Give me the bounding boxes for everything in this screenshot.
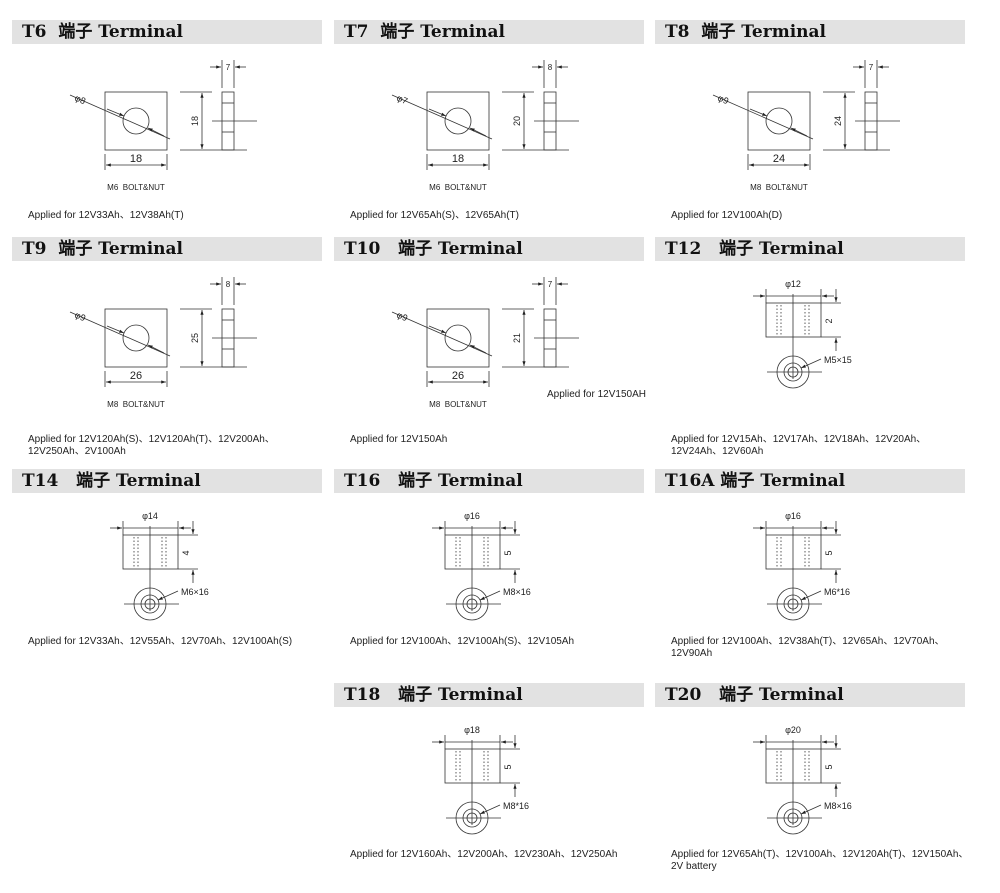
- diameter-label: φ18: [464, 725, 480, 735]
- diameter-label: φ14: [142, 511, 158, 521]
- diameter-label: φ16: [464, 511, 480, 521]
- extra-note: Applied for 12V150AH: [547, 389, 646, 400]
- applied-for-text: Applied for 12V100Ah、12V38Ah(T)、12V65Ah、…: [671, 636, 945, 659]
- bolt-label: M6×16: [181, 587, 209, 597]
- height-label: 2: [824, 318, 834, 323]
- height-label: 5: [503, 764, 513, 769]
- terminal-panel-2: T8 端子 Terminal φ9 24 24 7 M8 BOLT&NUT Ap…: [655, 20, 965, 230]
- terminal-header: T8 端子 Terminal: [655, 20, 965, 44]
- applied-for-text: Applied for 12V65Ah(S)、12V65Ah(T): [350, 210, 519, 221]
- terminal-header: T14 端子 Terminal: [12, 469, 322, 493]
- washer-drawing: φ9 21 26 7 M8 BOLT&NUT: [391, 277, 579, 409]
- applied-for-text: Applied for 12V65Ah(T)、12V100Ah、12V120Ah…: [671, 849, 969, 872]
- applied-for-text: Applied for 12V15Ah、12V17Ah、12V18Ah、12V2…: [671, 434, 927, 457]
- width-label: 26: [130, 370, 142, 382]
- washer-drawing: φ8 18 18 7 M6 BOLT&NUT: [69, 60, 257, 192]
- terminal-header: T6 端子 Terminal: [12, 20, 322, 44]
- height-label: 20: [512, 116, 522, 126]
- diameter-label: φ20: [785, 725, 801, 735]
- terminal-header: T7 端子 Terminal: [334, 20, 644, 44]
- bolt-label: M6 BOLT&NUT: [107, 183, 165, 192]
- height-label: 4: [181, 550, 191, 555]
- hole-diameter-label: φ9: [73, 310, 87, 324]
- bolt-label: M8*16: [503, 801, 529, 811]
- diameter-label: φ16: [785, 511, 801, 521]
- bolt-label: M6*16: [824, 587, 850, 597]
- height-label: 18: [190, 116, 200, 126]
- bolt-label: M8×16: [824, 801, 852, 811]
- bolt-label: M6 BOLT&NUT: [429, 183, 487, 192]
- terminal-panel-10: T20 端子 Terminal φ20 5 M8×16 Applied for …: [655, 683, 968, 893]
- terminal-panel-9: T18 端子 Terminal φ18 5 M8*16 Applied for …: [334, 683, 644, 893]
- thickness-label: 8: [548, 63, 553, 72]
- bolt-label: M8×16: [503, 587, 531, 597]
- hole-diameter-label: φ9: [395, 310, 409, 324]
- washer-drawing: φ7 20 18 8 M6 BOLT&NUT: [391, 60, 579, 192]
- height-label: 5: [503, 550, 513, 555]
- height-label: 5: [824, 550, 834, 555]
- post-drawing: φ16 5 M6*16: [753, 511, 850, 621]
- terminal-panel-4: T10 端子 Terminal φ9 21 26 7 M8 BOLT&NUT A…: [334, 237, 646, 447]
- thickness-label: 7: [869, 63, 874, 72]
- thickness-label: 7: [548, 280, 553, 289]
- post-drawing: φ12 2 M5×15: [753, 279, 852, 389]
- terminal-panel-1: T7 端子 Terminal φ7 20 18 8 M6 BOLT&NUT Ap…: [334, 20, 644, 230]
- height-label: 24: [833, 116, 843, 126]
- terminal-header: T16 端子 Terminal: [334, 469, 644, 493]
- terminal-panel-0: T6 端子 Terminal φ8 18 18 7 M6 BOLT&NUT Ap…: [12, 20, 322, 230]
- thickness-label: 7: [226, 63, 231, 72]
- post-drawing: φ16 5 M8×16: [432, 511, 531, 621]
- width-label: 26: [452, 370, 464, 382]
- terminal-header: T18 端子 Terminal: [334, 683, 644, 707]
- applied-for-text: Applied for 12V160Ah、12V200Ah、12V230Ah、1…: [350, 849, 618, 860]
- terminal-header: T10 端子 Terminal: [334, 237, 644, 261]
- terminal-panel-6: T14 端子 Terminal φ14 4 M6×16 Applied for …: [12, 469, 322, 679]
- applied-for-text: Applied for 12V120Ah(S)、12V120Ah(T)、12V2…: [28, 434, 275, 457]
- bolt-label: M8 BOLT&NUT: [750, 183, 808, 192]
- post-drawing: φ20 5 M8×16: [753, 725, 852, 835]
- height-label: 25: [190, 333, 200, 343]
- bolt-label: M8 BOLT&NUT: [107, 400, 165, 409]
- terminal-header: T12 端子 Terminal: [655, 237, 965, 261]
- terminal-panel-7: T16 端子 Terminal φ16 5 M8×16 Applied for …: [334, 469, 644, 679]
- terminal-panel-3: T9 端子 Terminal φ9 25 26 8 M8 BOLT&NUT Ap…: [12, 237, 322, 457]
- terminal-panel-5: T12 端子 Terminal φ12 2 M5×15 Applied for …: [655, 237, 965, 457]
- applied-for-text: Applied for 12V33Ah、12V38Ah(T): [28, 210, 184, 221]
- width-label: 18: [452, 153, 464, 165]
- terminal-header: T9 端子 Terminal: [12, 237, 322, 261]
- width-label: 24: [773, 153, 785, 165]
- applied-for-text: Applied for 12V150Ah: [350, 434, 448, 445]
- post-drawing: φ14 4 M6×16: [110, 511, 209, 621]
- width-label: 18: [130, 153, 142, 165]
- terminal-header: T16A 端子 Terminal: [655, 469, 965, 493]
- bolt-label: M8 BOLT&NUT: [429, 400, 487, 409]
- washer-drawing: φ9 25 26 8 M8 BOLT&NUT: [69, 277, 257, 409]
- hole-diameter-label: φ9: [716, 93, 730, 107]
- terminal-panel-8: T16A 端子 Terminal φ16 5 M6*16 Applied for…: [655, 469, 965, 679]
- post-drawing: φ18 5 M8*16: [432, 725, 529, 835]
- hole-diameter-label: φ7: [395, 93, 409, 107]
- diameter-label: φ12: [785, 279, 801, 289]
- height-label: 5: [824, 764, 834, 769]
- washer-drawing: φ9 24 24 7 M8 BOLT&NUT: [712, 60, 900, 192]
- terminal-header: T20 端子 Terminal: [655, 683, 965, 707]
- hole-diameter-label: φ8: [73, 93, 87, 107]
- applied-for-text: Applied for 12V33Ah、12V55Ah、12V70Ah、12V1…: [28, 636, 293, 647]
- applied-for-text: Applied for 12V100Ah、12V100Ah(S)、12V105A…: [350, 636, 575, 647]
- height-label: 21: [512, 333, 522, 343]
- thickness-label: 8: [226, 280, 231, 289]
- bolt-label: M5×15: [824, 355, 852, 365]
- applied-for-text: Applied for 12V100Ah(D): [671, 210, 783, 221]
